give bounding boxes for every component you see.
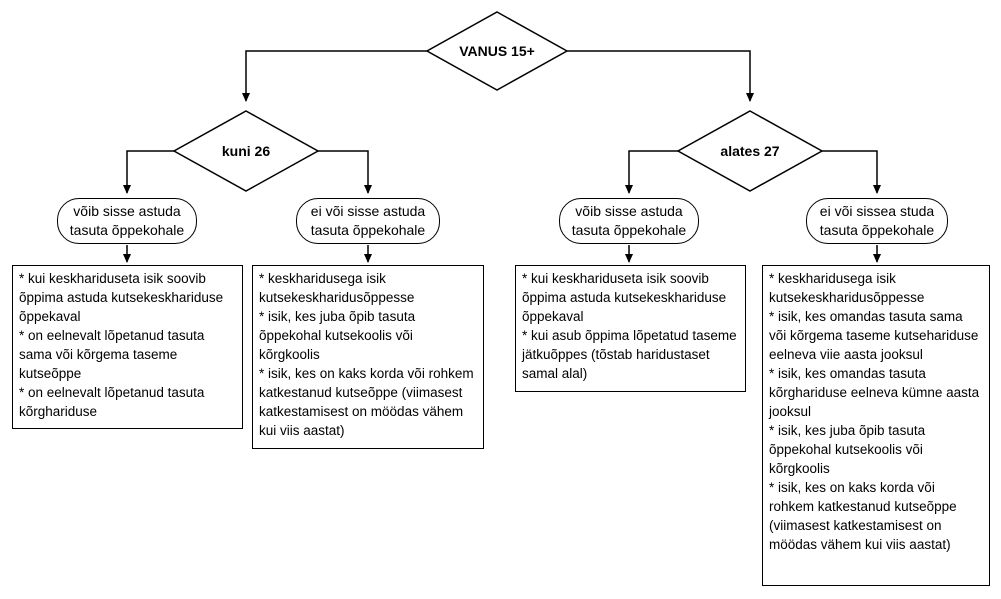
box-list-item: * isik, kes juba õpib tasuta õppekohal k… [259,309,416,362]
connector-b2-left [625,150,678,194]
box-list-item: * kui keskhariduseta isik soovib õppima … [19,271,224,324]
box-list-item: * isik, kes juba õpib tasuta õppekohal k… [769,423,926,476]
box-list-item: * isik, kes on kaks korda või rohkem kat… [259,366,474,438]
box-list-item: * kui asub õppima lõpetatud taseme jätku… [522,328,737,381]
pill-line: tasuta õppekohale [310,222,426,238]
box-list-item: * on eelnevalt lõpetanud tasuta sama või… [19,328,205,381]
pill-line: ei või sissea studa [819,203,935,219]
connector-b1-right [318,150,372,194]
pill-line: tasuta õppekohale [571,222,687,238]
box-list-item: * isik, kes on kaks korda või rohkem kat… [769,480,957,552]
pill-line: võib sisse astuda [575,203,683,219]
box-alates-may-enter: * kui keskhariduseta isik soovib õppima … [515,265,746,392]
pill-line: ei või sisse astuda [310,203,426,219]
branch-diamond-alates [676,110,824,192]
pill-alates-may-not-enter: ei või sissea studa tasuta õppekohale [806,198,948,244]
box-list-item: * kui keskhariduseta isik soovib õppima … [522,271,727,324]
connector-root-right [567,50,754,102]
branch-label-kuni: kuni 26 [221,143,271,159]
pill-kuni-may-not-enter: ei või sisse astuda tasuta õppekohale [296,198,440,244]
box-list-item: * on eelnevalt lõpetanud tasuta kõrghari… [19,385,205,419]
box-list-item: * keskharidusega isik kutsekeskharidusõp… [769,271,925,305]
connector-b1-left [123,150,174,194]
pill-line: tasuta õppekohale [69,222,185,238]
box-kuni-may-enter: * kui keskhariduseta isik soovib õppima … [12,265,243,429]
box-kuni-may-not-enter: * keskharidusega isik kutsekeskharidusõp… [252,265,484,449]
root-label: VANUS 15+ [459,43,535,59]
pill-alates-may-enter: võib sisse astuda tasuta õppekohale [559,198,699,244]
pill-line: võib sisse astuda [73,203,181,219]
box-list-item: * isik, kes omandas tasuta kõrghariduse … [769,366,980,419]
branch-label-alates: alates 27 [720,143,780,159]
root-diamond [425,11,569,91]
branch-diamond-kuni [172,110,320,192]
box-list-item: * keskharidusega isik kutsekeskharidusõp… [259,271,415,305]
box-alates-may-not-enter: * keskharidusega isik kutsekeskharidusõp… [762,265,990,586]
box-list-item: * isik, kes omandas tasuta sama või kõrg… [769,309,979,362]
connector-b2-right [822,150,881,194]
pill-line: tasuta õppekohale [819,222,935,238]
pill-kuni-may-enter: võib sisse astuda tasuta õppekohale [57,198,197,244]
connector-root-left [242,50,427,102]
